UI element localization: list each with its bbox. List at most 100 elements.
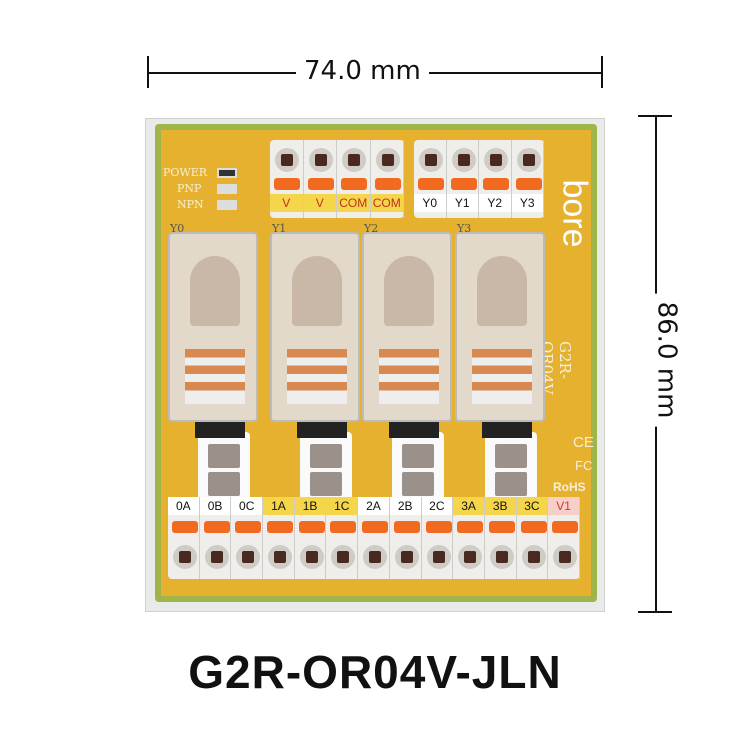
- relay-contacts: [185, 349, 245, 404]
- relay-contacts: [287, 349, 347, 404]
- terminal-label: Y1: [446, 194, 478, 212]
- release-lever[interactable]: [172, 521, 198, 533]
- wire-entry-hole[interactable]: [268, 545, 293, 569]
- release-lever[interactable]: [483, 178, 509, 190]
- wire-entry-hole[interactable]: [521, 545, 546, 569]
- wire-entry-hole[interactable]: [308, 148, 333, 172]
- connector-pin: [402, 444, 434, 468]
- release-lever[interactable]: [203, 521, 230, 533]
- wire-entry-hole[interactable]: [299, 545, 324, 569]
- release-lever[interactable]: [450, 178, 477, 190]
- wire-entry-hole[interactable]: [173, 545, 197, 569]
- diode: [482, 422, 532, 438]
- terminal[interactable]: 1C: [326, 497, 359, 579]
- release-lever[interactable]: [515, 178, 542, 190]
- wire-entry-hole[interactable]: [204, 545, 229, 569]
- terminal[interactable]: 0B: [199, 497, 232, 579]
- wire-entry-hole[interactable]: [516, 148, 541, 172]
- terminal[interactable]: Y2: [479, 140, 512, 218]
- cert-fc: FC: [575, 458, 593, 473]
- relay: [168, 232, 258, 422]
- height-dim-tick-bottom: [638, 611, 672, 613]
- wire-entry-hole[interactable]: [342, 148, 366, 172]
- terminal[interactable]: Y1: [446, 140, 479, 218]
- terminal[interactable]: 3C: [516, 497, 549, 579]
- wire-entry-hole[interactable]: [489, 545, 514, 569]
- terminal[interactable]: 0C: [231, 497, 264, 579]
- wire-entry-hole[interactable]: [553, 545, 578, 569]
- release-lever[interactable]: [552, 521, 579, 533]
- coil-connector[interactable]: [389, 422, 444, 502]
- terminal-label: COM: [337, 194, 370, 212]
- release-lever[interactable]: [418, 178, 444, 190]
- release-lever[interactable]: [298, 521, 325, 533]
- terminal[interactable]: 3B: [484, 497, 517, 579]
- relay: [455, 232, 545, 422]
- coil-connector[interactable]: [482, 422, 537, 502]
- terminal[interactable]: COM: [370, 140, 404, 218]
- terminal[interactable]: 1B: [294, 497, 327, 579]
- terminal-label: 0A: [168, 497, 199, 515]
- product-model-title: G2R-OR04V-JLN: [188, 646, 562, 698]
- release-lever[interactable]: [330, 521, 357, 533]
- release-lever[interactable]: [488, 521, 515, 533]
- wire-entry-hole[interactable]: [419, 148, 443, 172]
- terminal[interactable]: 2C: [421, 497, 454, 579]
- terminal-label: V1: [548, 497, 579, 515]
- height-dim-tick-top: [638, 115, 672, 117]
- terminal[interactable]: V: [303, 140, 337, 218]
- release-lever[interactable]: [374, 178, 401, 190]
- terminal[interactable]: Y3: [511, 140, 544, 218]
- terminal[interactable]: V: [270, 140, 304, 218]
- diode: [195, 422, 245, 438]
- release-lever[interactable]: [235, 521, 262, 533]
- release-lever[interactable]: [307, 178, 334, 190]
- wire-entry-hole[interactable]: [275, 148, 299, 172]
- release-lever[interactable]: [393, 521, 420, 533]
- indicator-power: POWER: [163, 166, 208, 179]
- wire-entry-hole[interactable]: [363, 545, 388, 569]
- terminal-label: COM: [370, 194, 403, 212]
- terminal[interactable]: COM: [337, 140, 371, 218]
- wire-entry-hole[interactable]: [394, 545, 419, 569]
- terminal-label: Y2: [479, 194, 511, 212]
- terminal-label: 2C: [421, 497, 453, 515]
- wire-entry-hole[interactable]: [458, 545, 483, 569]
- wire-entry-hole[interactable]: [484, 148, 508, 172]
- release-lever[interactable]: [274, 178, 300, 190]
- release-lever[interactable]: [425, 521, 452, 533]
- wire-entry-hole[interactable]: [236, 545, 261, 569]
- height-dimension-label: 86.0 mm: [651, 293, 682, 427]
- terminal[interactable]: 2B: [389, 497, 422, 579]
- wire-entry-hole[interactable]: [426, 545, 451, 569]
- terminal[interactable]: 1A: [263, 497, 295, 579]
- release-lever[interactable]: [341, 178, 367, 190]
- wire-entry-hole[interactable]: [451, 148, 476, 172]
- release-lever[interactable]: [457, 521, 484, 533]
- wire-entry-hole[interactable]: [331, 545, 356, 569]
- release-lever[interactable]: [520, 521, 547, 533]
- indicator-npn: NPN: [177, 198, 204, 211]
- terminal[interactable]: 2A: [358, 497, 390, 579]
- terminal-label: 3A: [453, 497, 484, 515]
- wire-entry-hole[interactable]: [375, 148, 400, 172]
- relay-label: Y0: [170, 222, 185, 235]
- terminal[interactable]: V1: [548, 497, 580, 579]
- terminal-label: 0B: [199, 497, 231, 515]
- terminal-label: 2A: [358, 497, 389, 515]
- coil-connector[interactable]: [195, 422, 250, 502]
- coil-connector[interactable]: [297, 422, 352, 502]
- width-dimension-label: 74.0 mm: [296, 56, 429, 86]
- release-lever[interactable]: [362, 521, 389, 533]
- terminal-label: Y3: [511, 194, 543, 212]
- terminal[interactable]: Y0: [414, 140, 447, 218]
- relay-label: Y1: [272, 222, 287, 235]
- terminal[interactable]: 3A: [453, 497, 485, 579]
- width-dim-tick-right: [601, 56, 603, 88]
- terminal-label: 0C: [231, 497, 263, 515]
- release-lever[interactable]: [267, 521, 294, 533]
- terminal[interactable]: 0A: [168, 497, 200, 579]
- relay-label: Y3: [457, 222, 472, 235]
